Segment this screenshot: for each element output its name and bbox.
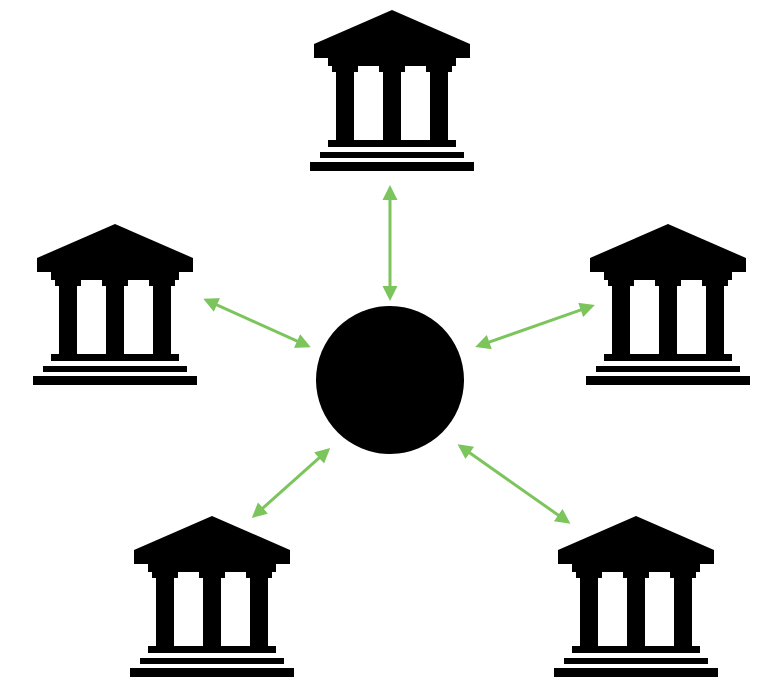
arrow-bottom-left [251,448,331,518]
arrow-bottom-right [457,444,571,524]
arrow-left [203,298,311,348]
bank-icon-bottom-left [130,516,294,677]
bank-icon-right [586,224,750,385]
bank-icon-top [310,10,474,171]
central-hub-circle [316,306,464,454]
bank-icon-left [33,224,197,385]
bank-icon-bottom-right [554,516,718,677]
connection-arrows [203,185,595,524]
arrow-right [475,302,595,350]
